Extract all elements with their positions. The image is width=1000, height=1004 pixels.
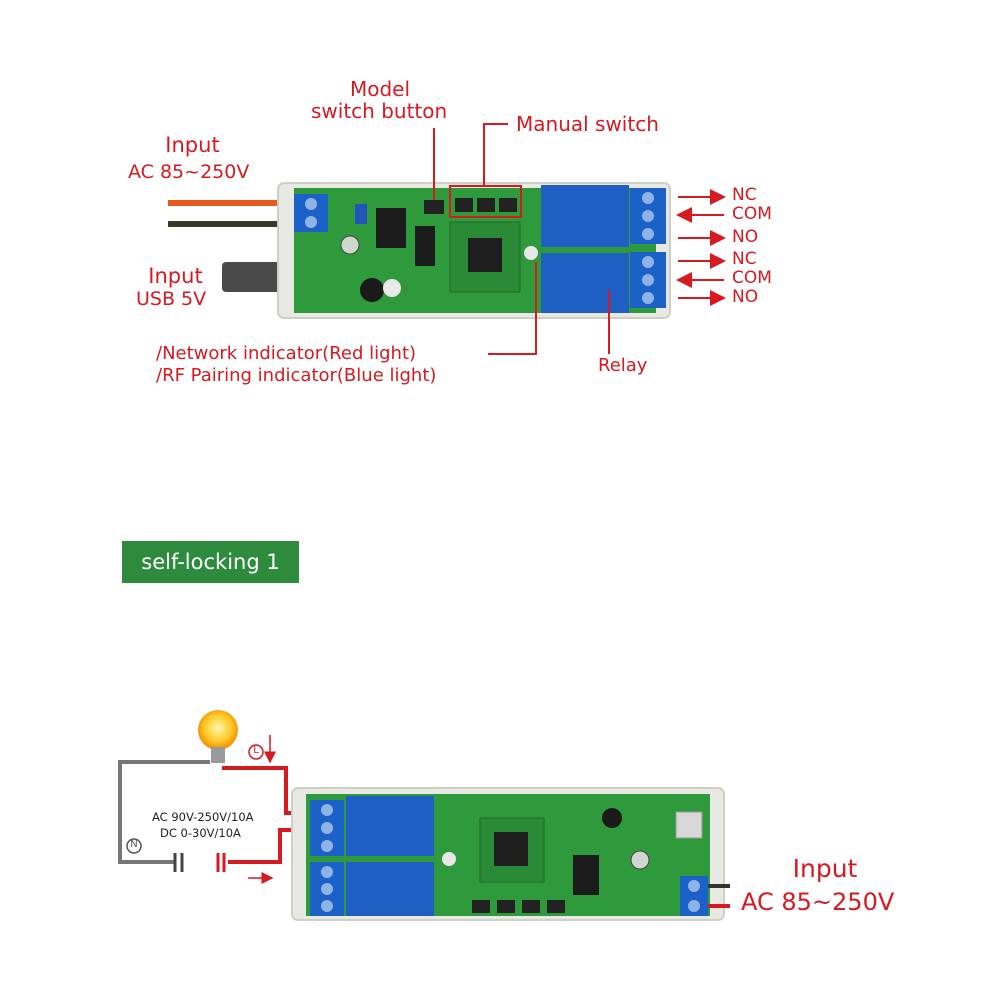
bottom-board xyxy=(291,787,730,921)
relay2-no-label: NO xyxy=(732,287,759,307)
indicator-label-line2: /RF Pairing indicator(Blue light) xyxy=(156,365,437,386)
relay-label: Relay xyxy=(598,355,648,376)
relay2-nc-label: NC xyxy=(732,249,757,269)
bottom-input-title: Input xyxy=(792,854,858,883)
input-usb-value: USB 5V xyxy=(136,288,207,310)
bottom-ic-chip xyxy=(573,855,599,895)
ic-chip-2 xyxy=(415,226,435,266)
neutral-marker-ring xyxy=(126,838,142,854)
relay2-com-label: COM xyxy=(732,268,772,288)
bottom-usb-port xyxy=(675,811,703,839)
ic-chip xyxy=(376,208,406,248)
bottom-button-2 xyxy=(497,900,515,913)
manual-switch-2 xyxy=(477,198,495,212)
blue-cap xyxy=(355,204,367,224)
manual-switch-highlight xyxy=(449,185,522,218)
usb-cable xyxy=(222,262,292,292)
bottom-relay-2 xyxy=(346,862,434,916)
relay-1 xyxy=(541,185,629,247)
top-board xyxy=(168,182,671,319)
input-ac-title: Input xyxy=(165,133,220,157)
model-switch-button xyxy=(424,200,444,214)
relay1-com-label: COM xyxy=(732,204,772,224)
load-rating-line2: DC 0-30V/10A xyxy=(160,826,241,840)
capacitor xyxy=(340,235,360,255)
capacitor-2 xyxy=(383,279,401,297)
wifi-chip xyxy=(468,238,502,272)
indicator-led xyxy=(524,246,538,260)
bottom-led xyxy=(442,852,456,866)
bottom-capacitor xyxy=(630,850,650,870)
bottom-button-4 xyxy=(547,900,565,913)
model-switch-label-line2: switch button xyxy=(311,99,448,123)
relay1-no-label: NO xyxy=(732,227,759,247)
mode-badge: self-locking 1 xyxy=(122,541,299,583)
relay-2 xyxy=(541,253,629,313)
neutral-marker: N xyxy=(130,839,138,850)
bottom-button-3 xyxy=(522,900,540,913)
bottom-inductor xyxy=(602,808,622,828)
manual-switch-3 xyxy=(499,198,517,212)
model-switch-label-line1: Model xyxy=(349,77,411,101)
bulb-icon xyxy=(198,710,238,750)
top-callouts xyxy=(433,123,726,355)
manual-switch-label: Manual switch xyxy=(516,112,659,136)
bottom-input-value: AC 85~250V xyxy=(741,888,895,916)
manual-switch-1 xyxy=(455,198,473,212)
input-usb-title: Input xyxy=(148,264,203,288)
relay1-nc-label: NC xyxy=(732,185,757,205)
bottom-wiring xyxy=(118,710,316,884)
input-ac-value: AC 85~250V xyxy=(128,161,250,183)
live-marker-ring xyxy=(248,744,264,760)
live-marker: L xyxy=(253,745,259,756)
load-rating-line1: AC 90V-250V/10A xyxy=(152,810,254,824)
neutral-wire xyxy=(118,760,210,864)
indicator-label-line1: /Network indicator(Red light) xyxy=(156,343,417,364)
bottom-wifi-chip xyxy=(494,832,528,866)
bottom-relay-1 xyxy=(346,796,434,856)
inductor xyxy=(360,278,384,302)
bottom-button-1 xyxy=(472,900,490,913)
